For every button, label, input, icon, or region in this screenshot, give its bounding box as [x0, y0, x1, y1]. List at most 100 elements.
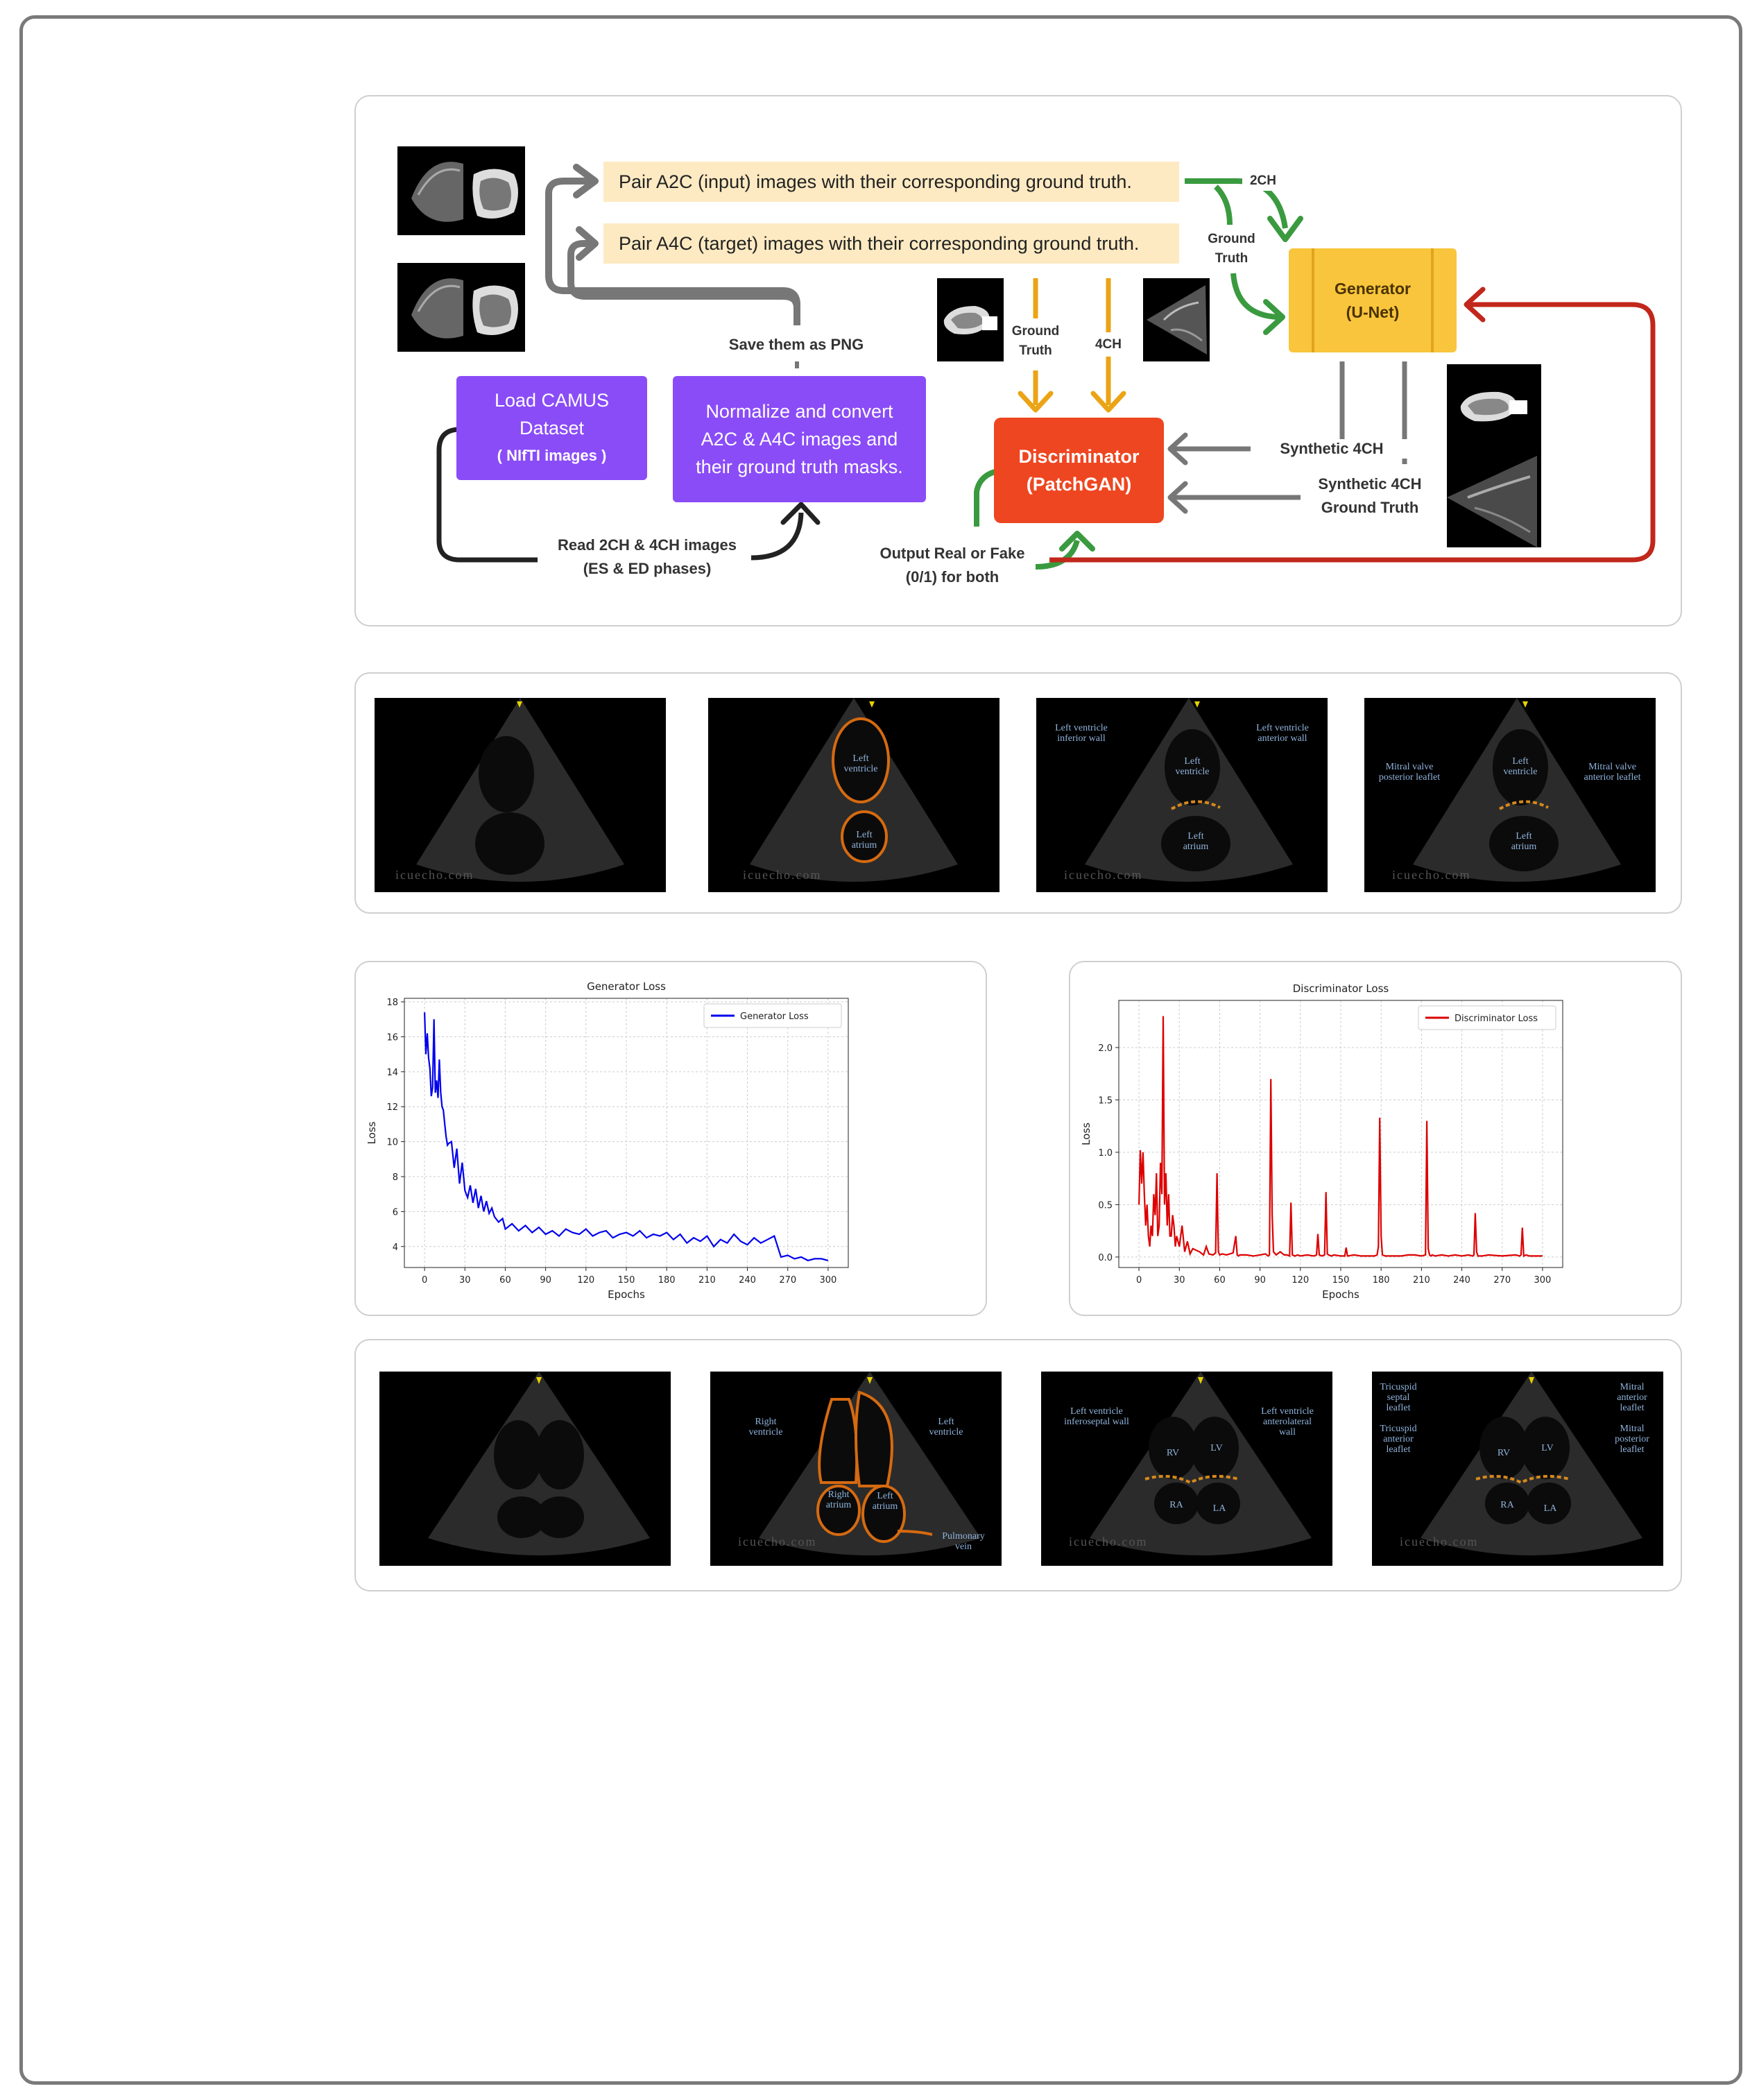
gt-top-line2: Truth [1215, 251, 1249, 266]
normalize-box: Normalize and convert A2C & A4C images a… [673, 376, 926, 502]
normalize-line1: Normalize and convert [705, 401, 893, 422]
gt-top-line1: Ground [1208, 232, 1255, 246]
gt-mid-label: Ground Truth [1004, 322, 1067, 361]
synthetic-mask-thumbnail [1447, 364, 1541, 456]
mitral-anterior-label: Mitral valve anterior leaflet [1584, 762, 1641, 783]
legend-label: Discriminator Loss [1455, 1014, 1538, 1024]
x-tick-label: 240 [1453, 1275, 1470, 1286]
gt-mid-line1: Ground [1011, 324, 1060, 339]
la-label: Left atrium [1183, 831, 1209, 852]
label-2ch: 2CH [1242, 171, 1284, 191]
series-line [424, 1012, 829, 1262]
lv-label: Left ventricle [1175, 756, 1210, 777]
y-tick-label: 8 [393, 1172, 398, 1183]
x-tick-label: 270 [779, 1275, 796, 1286]
y-tick-label: 2.0 [1098, 1043, 1113, 1054]
lv-label: Left ventricle [843, 753, 878, 774]
echo-2ch-plain: icuecho.com [375, 698, 666, 892]
echo-4ch-segmented: Right ventricle Left ventricle Right atr… [710, 1372, 1002, 1566]
y-tick-label: 1.5 [1098, 1095, 1113, 1106]
synthetic-gt-label: Synthetic 4CH Ground Truth [1301, 472, 1439, 520]
output-line1: Output Real or Fake [880, 545, 1025, 562]
load-camus-line1: Load CAMUS [494, 390, 610, 411]
green-arrow-output-bottom [1035, 539, 1080, 570]
a4c-thumbnail [397, 263, 525, 352]
echo-row1-card: icuecho.com Left ventricle Left atrium i… [354, 672, 1682, 914]
x-tick-label: 90 [540, 1275, 551, 1286]
y-tick-label: 16 [386, 1032, 398, 1043]
la-label: Left atrium [851, 830, 877, 851]
x-tick-label: 210 [698, 1275, 716, 1286]
x-axis-label: Epochs [1322, 1288, 1359, 1301]
pipeline-card: Pair A2C (input) images with their corre… [354, 95, 1682, 626]
generator-box: Generator (U-Net) [1289, 248, 1457, 352]
generator-left-bar [1312, 248, 1314, 352]
plot-frame [404, 998, 849, 1268]
x-tick-label: 300 [1534, 1275, 1551, 1286]
watermark: icuecho.com [395, 868, 474, 882]
watermark: icuecho.com [743, 868, 822, 882]
green-arrow-gt [1214, 185, 1233, 225]
gt-top-label: Ground Truth [1199, 230, 1264, 268]
watermark: icuecho.com [1069, 1535, 1148, 1548]
y-tick-label: 0.5 [1098, 1200, 1113, 1211]
watermark: icuecho.com [1392, 868, 1471, 882]
lv-label: LV [1541, 1443, 1554, 1453]
plot-frame [1118, 1000, 1563, 1268]
y-tick-label: 0.0 [1098, 1253, 1113, 1263]
tricuspid-septal-label: Tricuspid septal leaflet [1380, 1382, 1417, 1413]
rv-label: RV [1166, 1448, 1180, 1458]
pipeline-arrows [436, 164, 1656, 570]
la-label: LA [1543, 1503, 1557, 1514]
x-tick-label: 120 [1292, 1275, 1309, 1286]
x-axis-label: Epochs [608, 1288, 645, 1301]
gray-arrow-to-a4c [567, 240, 800, 325]
la-label: Left atrium [872, 1491, 898, 1512]
synthetic-4ch-label: Synthetic 4CH [1252, 439, 1412, 459]
read-line1: Read 2CH & 4CH images [558, 536, 737, 554]
generator-right-bar [1431, 248, 1434, 352]
generator-line2: (U-Net) [1346, 303, 1400, 321]
echo-row2-card: Right ventricle Left ventricle Right atr… [354, 1339, 1682, 1591]
mitral-anterior-label: Mitral anterior leaflet [1617, 1382, 1647, 1413]
la-label: LA [1212, 1503, 1226, 1514]
watermark: icuecho.com [738, 1535, 817, 1548]
normalize-line2: A2C & A4C images and [701, 429, 898, 450]
discriminator-line1: Discriminator [1018, 446, 1140, 467]
x-tick-label: 120 [577, 1275, 594, 1286]
y-tick-label: 6 [393, 1207, 398, 1218]
lv-label: Left ventricle [1503, 756, 1538, 777]
load-camus-line3: ( NIfTI images ) [497, 447, 607, 464]
discriminator-box: Discriminator (PatchGAN) [994, 418, 1164, 523]
discriminator-line2: (PatchGAN) [1026, 474, 1132, 495]
red-feedback-arrow [1049, 302, 1656, 563]
echo-2ch-segmented: Left ventricle Left atrium icuecho.com [708, 698, 999, 892]
echo-4ch-walls: Left ventricle inferoseptal wall Left ve… [1041, 1372, 1332, 1566]
x-tick-label: 270 [1493, 1275, 1511, 1286]
pair-a4c-label: Pair A4C (target) images with their corr… [619, 232, 1140, 254]
black-arrow-read [436, 427, 538, 563]
x-tick-label: 150 [618, 1275, 635, 1286]
x-tick-label: 0 [1136, 1275, 1142, 1286]
legend-box [1418, 1005, 1556, 1030]
x-tick-label: 60 [499, 1275, 511, 1286]
y-tick-label: 4 [393, 1243, 398, 1253]
watermark: icuecho.com [1064, 868, 1143, 882]
y-tick-label: 1.0 [1098, 1148, 1113, 1159]
watermark: icuecho.com [1400, 1535, 1479, 1548]
pair-a4c-box: Pair A4C (target) images with their corr… [603, 223, 1179, 264]
pair-a2c-box: Pair A2C (input) images with their corre… [603, 162, 1179, 202]
x-tick-label: 30 [1174, 1275, 1185, 1286]
4ch-image-thumbnail [1143, 278, 1210, 361]
echo-4ch-valves: Tricuspid septal leaflet Tricuspid anter… [1372, 1372, 1663, 1566]
gray-arrow-to-a2c [545, 178, 800, 325]
load-camus-line2: Dataset [519, 418, 585, 438]
y-axis-label: Loss [366, 1121, 378, 1144]
load-camus-box: Load CAMUS Dataset ( NIfTI images ) [456, 376, 647, 480]
gt-mask-thumbnail [937, 278, 1004, 361]
legend: Discriminator Loss [1418, 1005, 1556, 1030]
